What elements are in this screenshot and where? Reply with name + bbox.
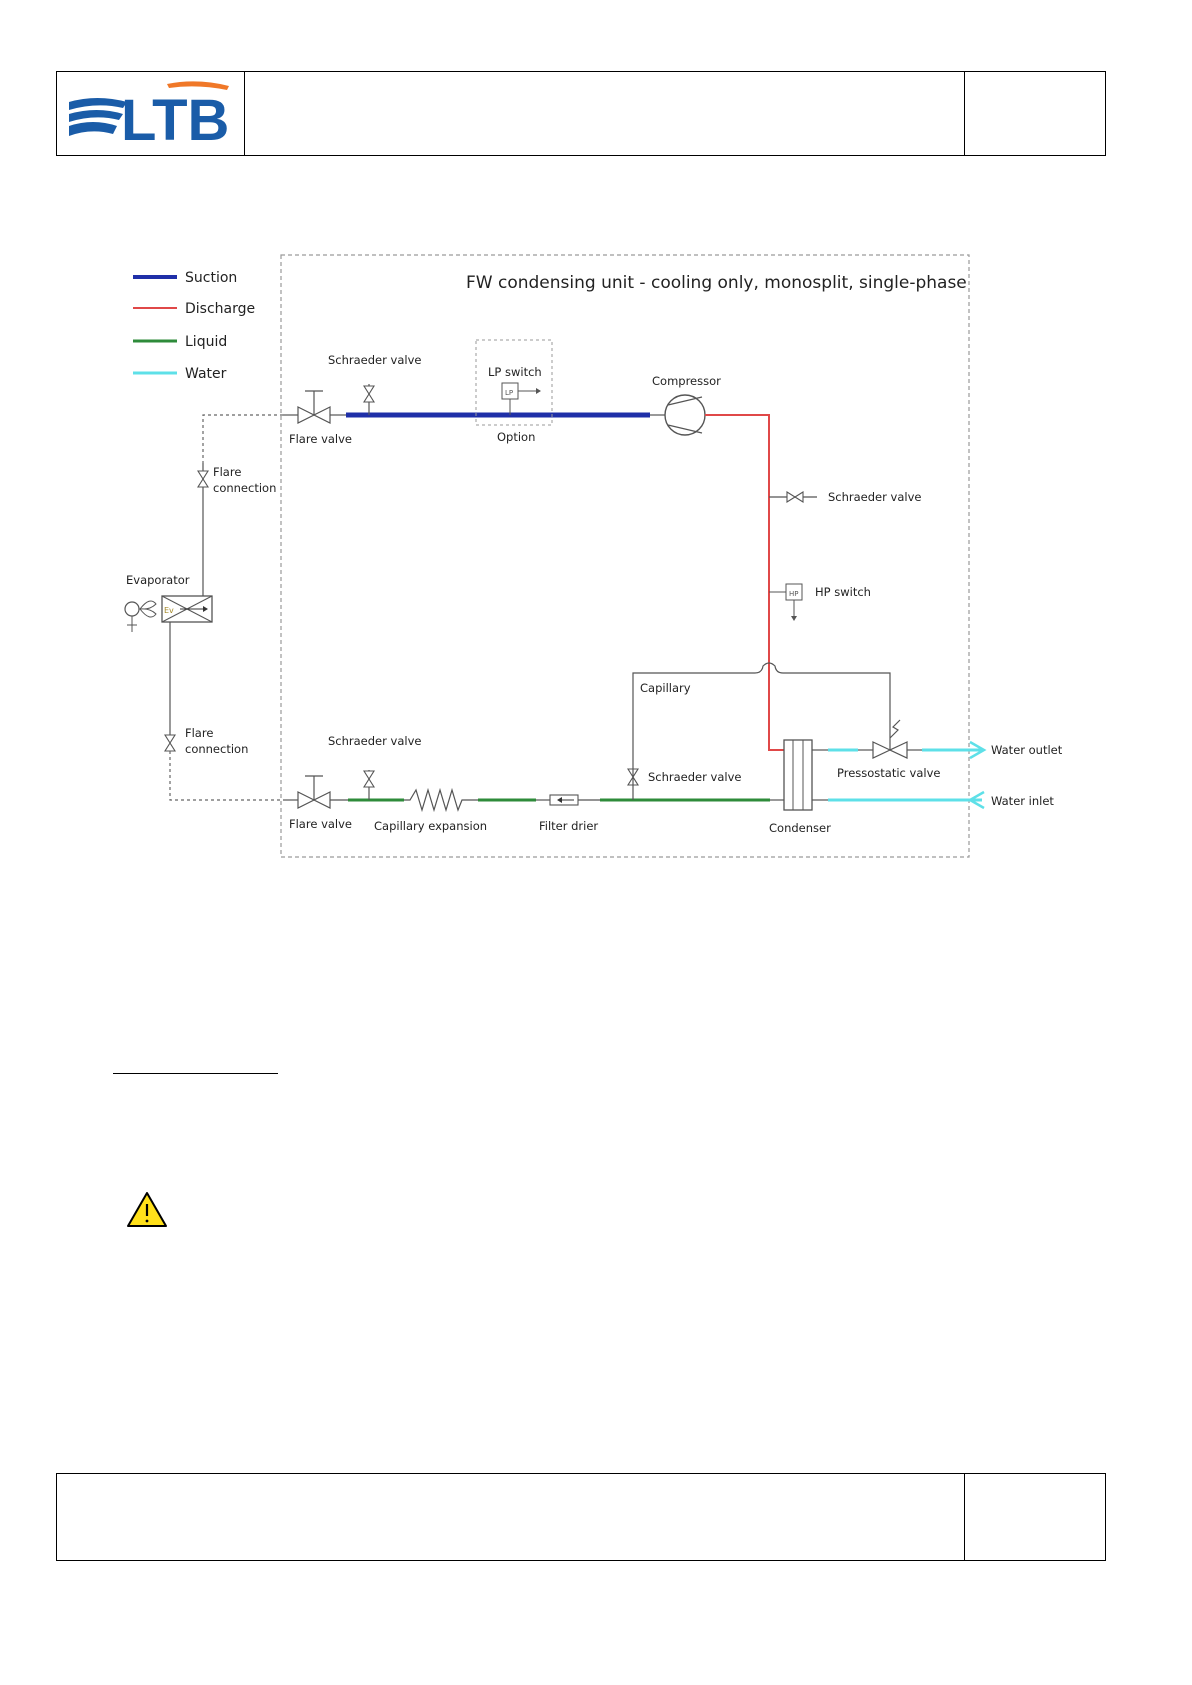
flare-connection-bottom-label-2: connection	[185, 742, 248, 756]
legend: Suction Discharge Liquid Water	[133, 270, 255, 382]
water-inlet-label: Water inlet	[991, 794, 1054, 808]
option-box	[475, 339, 553, 426]
flare-dashed-bottom	[169, 751, 283, 801]
flare-connection-top-label-2: connection	[213, 481, 276, 495]
condenser-icon	[783, 739, 813, 811]
flare-connection-top-label-1: Flare	[213, 465, 241, 479]
header-table: LTB	[56, 71, 1106, 156]
diagram-title: FW condensing unit - cooling only, monos…	[466, 273, 967, 293]
compressor-icon	[650, 394, 706, 436]
schraeder-top-label: Schraeder valve	[328, 353, 421, 367]
footer-right-cell	[964, 1474, 1105, 1560]
fan-icon	[124, 600, 157, 632]
flare-valve-bottom-label: Flare valve	[289, 817, 352, 831]
lp-tag: LP	[505, 389, 513, 397]
capillary-tube	[632, 662, 891, 800]
footer-table	[56, 1473, 1106, 1561]
flare-connection-bottom-icon	[164, 734, 176, 752]
water-outlet-label: Water outlet	[991, 743, 1063, 757]
ltb-logo: LTB	[69, 81, 229, 153]
flare-valve-top-icon	[283, 390, 346, 424]
unit-boundary	[280, 254, 970, 858]
evaporator-label: Evaporator	[126, 573, 190, 587]
pressostatic-valve-label: Pressostatic valve	[837, 766, 940, 780]
logo-text: LTB	[121, 88, 229, 153]
water-outlet-arrow	[969, 740, 987, 760]
schraeder-valve-bottom-icon	[363, 770, 375, 800]
capillary-expansion-icon	[404, 787, 478, 813]
hp-tag: HP	[789, 590, 799, 598]
pressostatic-valve-icon	[858, 719, 922, 759]
logo-cell: LTB	[57, 72, 245, 155]
capillary-expansion-label: Capillary expansion	[374, 819, 487, 833]
compressor-label: Compressor	[652, 374, 721, 388]
legend-liquid-label: Liquid	[185, 334, 227, 350]
legend-discharge-label: Discharge	[185, 301, 255, 317]
schraeder-capillary-label: Schraeder valve	[648, 770, 741, 784]
evaporator-icon: Ev	[161, 595, 213, 623]
flare-valve-bottom-icon	[283, 775, 331, 809]
flare-valve-top-label: Flare valve	[289, 432, 352, 446]
filter-drier-label: Filter drier	[539, 819, 598, 833]
flare-dashed-top	[202, 414, 283, 463]
schraeder-right-label: Schraeder valve	[828, 490, 921, 504]
schraeder-valve-right-icon	[769, 491, 817, 503]
capillary-label: Capillary	[640, 681, 691, 695]
schraeder-valve-top-icon	[363, 384, 375, 415]
legend-water-label: Water	[185, 366, 227, 382]
flare-connection-top-icon	[197, 470, 209, 488]
water-inlet-arrow	[967, 790, 985, 810]
filter-drier-icon	[549, 794, 579, 806]
header-right-cell	[964, 72, 1105, 155]
discharge-line	[705, 414, 784, 751]
schraeder-bottom-label: Schraeder valve	[328, 734, 421, 748]
section-underline	[113, 1073, 278, 1074]
warning-triangle-icon	[127, 1192, 167, 1227]
lp-switch-label: LP switch	[488, 365, 542, 379]
flare-connection-bottom-label-1: Flare	[185, 726, 213, 740]
legend-suction-label: Suction	[185, 270, 237, 286]
ev-tag: Ev	[164, 606, 174, 615]
option-label: Option	[497, 430, 535, 444]
hp-switch-label: HP switch	[815, 585, 871, 599]
condenser-label: Condenser	[769, 821, 831, 835]
hp-switch-icon	[769, 583, 803, 621]
